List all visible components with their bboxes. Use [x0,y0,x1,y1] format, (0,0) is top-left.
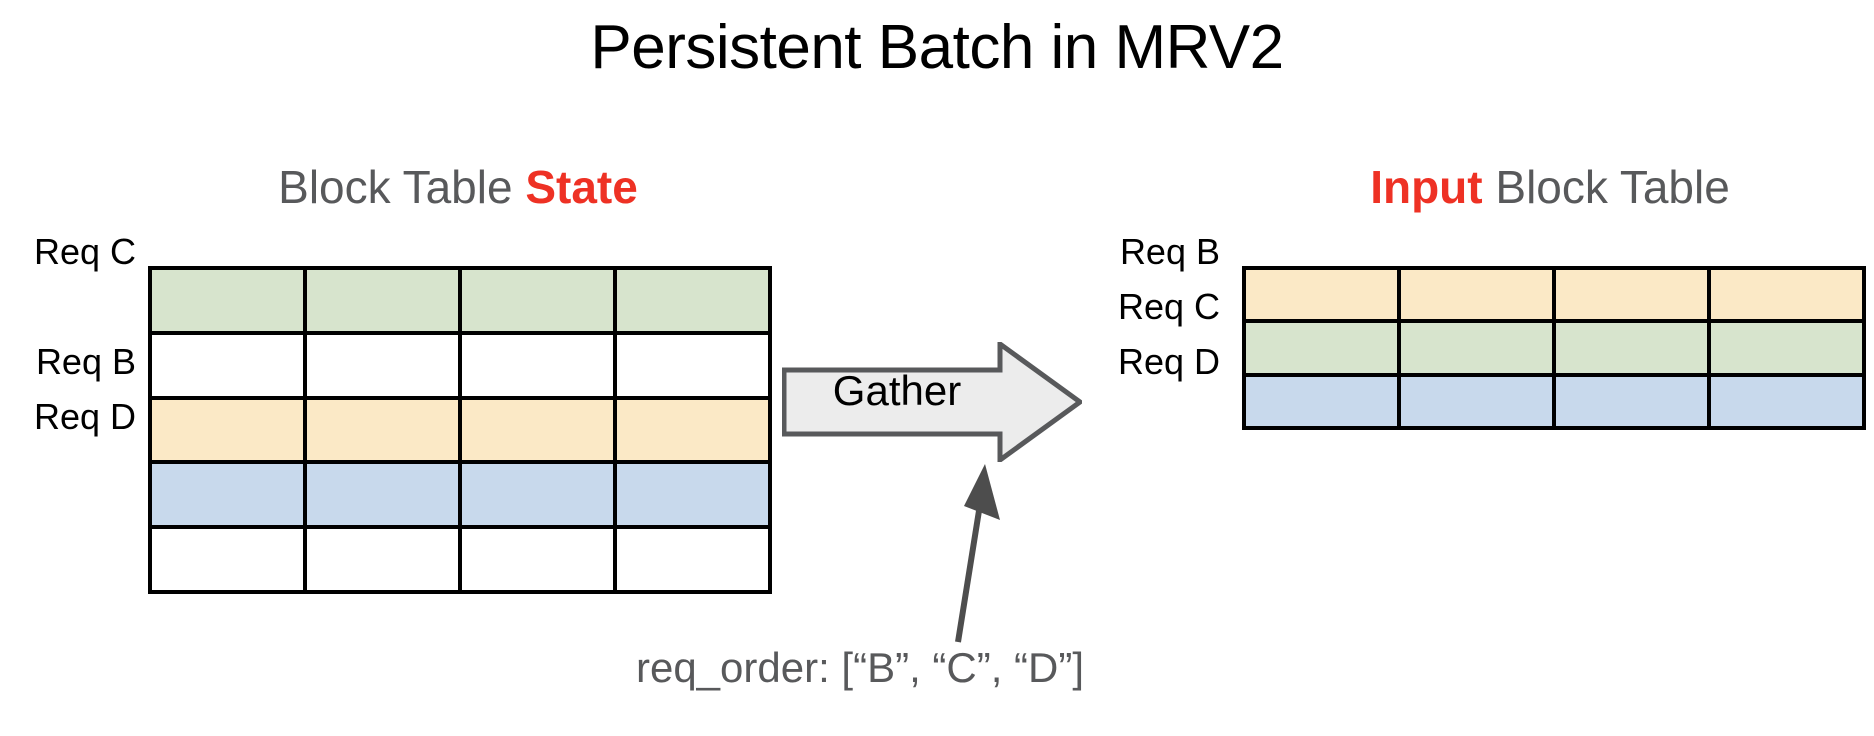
block-table-state-cell [307,529,462,590]
right-heading-suffix: Block Table [1482,161,1730,213]
block-table-state-cell [462,270,617,331]
row-label-req-c: Req C [1117,286,1220,327]
block-table-input-row [1246,323,1862,377]
block-table-input-row [1246,270,1862,324]
block-table-state-cell [152,270,307,331]
row-label-req-b: Req B [1119,231,1220,272]
block-table-input-cell [1556,270,1711,320]
row-label-req-d: Req D [1117,341,1220,382]
block-table-state [148,266,772,594]
block-table-input-cell [1246,376,1401,426]
block-table-input-cell [1556,376,1711,426]
page-title: Persistent Batch in MRV2 [590,13,1284,82]
block-table-input-cell [1401,323,1556,373]
row-label-req-d: Req D [33,396,136,437]
req-order-annotation: req_order: [“B”, “C”, “D”] [635,644,1085,691]
block-table-input-cell [1711,377,1862,426]
row-label-req-c: Req C [33,231,136,272]
block-table-input-cell [1556,323,1711,373]
block-table-state-cell [307,334,462,396]
req-order-pointer-arrow-icon [955,464,1000,643]
block-table-state-cell [462,529,617,590]
block-table-state-cell [617,464,768,525]
block-table-state-cell [617,400,768,461]
block-table-state-cell [617,335,768,396]
left-heading-prefix: Block Table [278,161,526,213]
right-heading-accent: Input [1370,161,1483,213]
block-table-input-cell [1711,270,1862,319]
block-table-input-cell [1246,323,1401,373]
block-table-state-cell [152,334,307,396]
left-heading-accent: State [525,161,638,213]
right-panel-heading: Input Block Table [1240,162,1860,213]
block-table-state-cell [307,399,462,461]
block-table-state-row [152,270,768,335]
left-panel-heading: Block Table State [148,162,768,213]
block-table-state-cell [617,270,768,331]
block-table-state-row [152,464,768,530]
block-table-input-cell [1401,270,1556,320]
block-table-state-cell [152,529,307,590]
block-table-input-cell [1711,323,1862,372]
block-table-state-cell [152,399,307,461]
gather-arrow-icon [782,342,1082,462]
block-table-state-cell [462,399,617,461]
block-table-input-cell [1246,270,1401,320]
block-table-state-row [152,399,768,465]
block-table-state-cell [307,270,462,331]
block-table-input-cell [1401,376,1556,426]
block-table-state-row [152,334,768,400]
block-table-state-cell [617,529,768,590]
block-table-state-cell [152,464,307,526]
block-table-input [1242,266,1866,430]
block-table-state-cell [462,334,617,396]
block-table-input-row [1246,376,1862,426]
block-table-state-cell [307,464,462,526]
block-table-state-cell [462,464,617,526]
row-label-req-b: Req B [35,341,136,382]
block-table-state-row [152,529,768,590]
